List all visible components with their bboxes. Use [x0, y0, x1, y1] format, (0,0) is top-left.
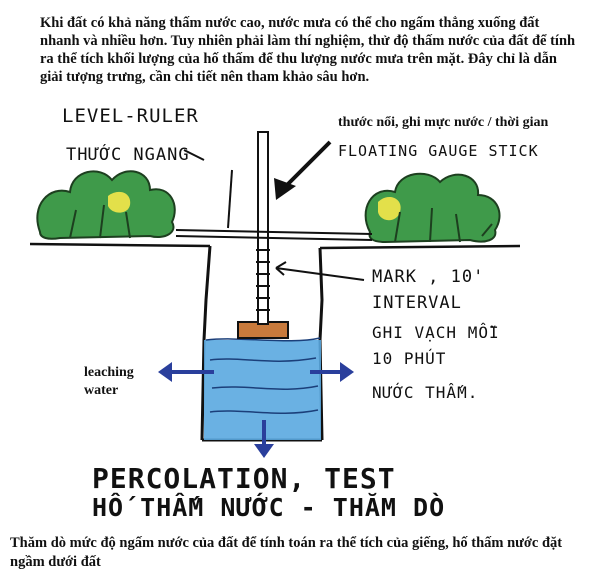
floating-gauge-arrow — [274, 142, 330, 200]
left-shrub — [37, 171, 174, 238]
label-interval: INTERVAL — [372, 293, 462, 313]
label-mark-vi-1: GHI VẠCH MỖI — [372, 323, 500, 342]
label-leaching: leaching — [84, 365, 134, 380]
diagram-title-line2: HỐ THẤM NƯỚC - THĂM DÒ — [92, 492, 445, 522]
label-level-ruler-vi: THƯỚC NGANG — [66, 143, 190, 165]
right-shrub — [366, 174, 500, 242]
label-leaching-water: water — [84, 383, 118, 398]
label-mark-vi-2: 10 PHÚT — [372, 349, 446, 368]
ground-surface — [30, 244, 520, 248]
label-mark-vi-3: NƯỚC THẤM. — [372, 383, 478, 402]
bottom-caption: Thăm dò mức độ ngấm nước của đất để tính… — [10, 534, 590, 572]
label-floating-gauge: FLOATING GAUGE STICK — [338, 142, 539, 160]
label-level-ruler: LEVEL-RULER — [62, 105, 199, 127]
label-floating-gauge-vi: thước nổi, ghi mực nước / thời gian — [338, 115, 548, 130]
gauge-stick — [256, 132, 270, 324]
level-ruler — [176, 230, 372, 240]
label-mark: MARK , 10' — [372, 267, 484, 287]
diagram-title-line1: PERCOLATION, TEST — [92, 462, 396, 495]
leader-lines — [184, 150, 364, 280]
